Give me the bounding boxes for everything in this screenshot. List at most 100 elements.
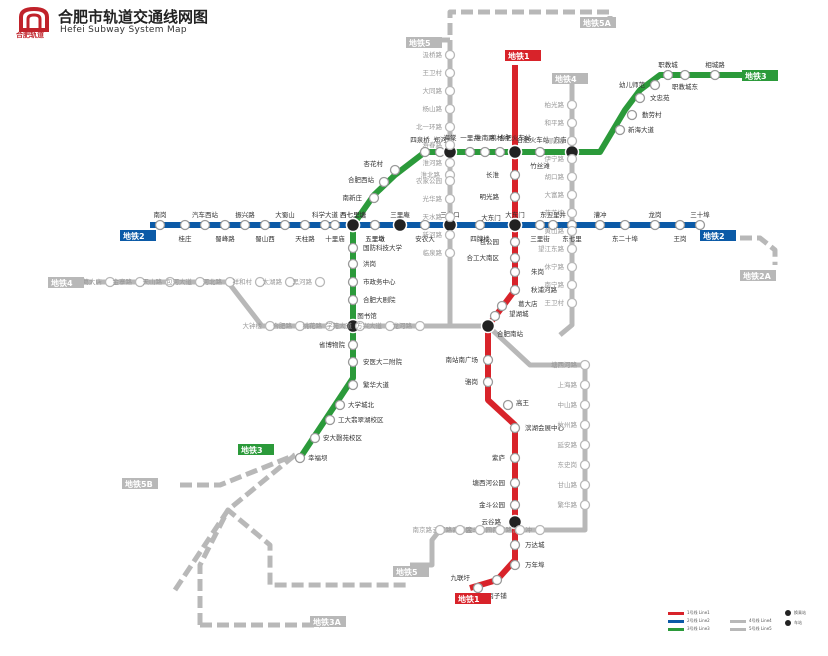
station-丙子铺[interactable]: 丙子铺 — [487, 574, 507, 601]
station-龙岗[interactable]: 龙岗 — [649, 210, 662, 231]
station-骆岗[interactable]: 骆岗 — [465, 376, 494, 388]
station-塘西河公园[interactable]: 塘西河公园 — [473, 477, 521, 489]
station-寿春路[interactable]: 寿春路 — [423, 139, 456, 151]
station-东史岗[interactable]: 东史岗 — [558, 459, 591, 471]
station-和平路[interactable]: 和平路 — [545, 117, 578, 129]
station-天山路[interactable]: 天山路 — [143, 276, 176, 288]
station-四牌楼[interactable]: 四牌楼 — [470, 219, 490, 244]
station-三里街[interactable]: 三里街 — [530, 219, 550, 244]
station-三十埠[interactable]: 三十埠 — [690, 210, 710, 231]
station-市政务中心[interactable]: 市政务中心 — [347, 276, 397, 288]
station-休宁路[interactable]: 休宁路 — [545, 261, 578, 273]
station-省博物院[interactable]: 省博物院 — [319, 339, 359, 351]
station-三里庵[interactable]: 三里庵 — [390, 210, 410, 233]
station-长淮[interactable]: 长淮 — [486, 169, 521, 181]
station-洪岗[interactable]: 洪岗 — [347, 258, 377, 270]
station-葛大店[interactable]: 葛大店 — [496, 299, 539, 312]
station-明光路[interactable]: 明光路 — [480, 191, 521, 203]
station-望湖城[interactable]: 望湖城 — [489, 309, 530, 322]
station-大富路[interactable]: 大富路 — [545, 189, 578, 201]
station-大钟楼[interactable]: 大钟楼 — [243, 320, 276, 332]
station-朱岗[interactable]: 朱岗 — [509, 266, 545, 278]
station-合工大南区[interactable]: 合工大南区 — [467, 252, 521, 264]
station-东二十埠[interactable]: 东二十埠 — [612, 219, 639, 244]
station-葛大店[interactable]: 葛大店 — [83, 276, 116, 288]
station-金斗公园[interactable]: 金斗公园 — [479, 499, 521, 511]
station-胡口路[interactable]: 胡口路 — [545, 171, 578, 183]
station-南站南广场[interactable]: 南站南广场 — [446, 354, 494, 366]
station-龙河路[interactable]: 龙河路 — [393, 320, 426, 332]
station-蜀山西[interactable]: 蜀山西 — [255, 219, 275, 244]
station-大东门[interactable]: 大东门 — [481, 213, 523, 233]
station-桂庄[interactable]: 桂庄 — [179, 219, 193, 244]
station-杨山路[interactable]: 杨山路 — [423, 103, 456, 115]
station-职教城[interactable]: 职教城 — [658, 60, 678, 81]
station-西七里塘[interactable]: 西七里塘 — [340, 210, 367, 233]
station-繁华大道[interactable]: 繁华大道 — [347, 379, 390, 391]
station-蜀峰路[interactable]: 蜀峰路 — [215, 219, 235, 244]
station-九联圩[interactable]: 九联圩 — [451, 573, 484, 594]
station-包公园[interactable]: 包公园 — [480, 236, 521, 248]
station-五里墩[interactable]: 五里墩 — [365, 219, 385, 244]
station-安大磬苑校区[interactable]: 安大磬苑校区 — [309, 432, 363, 444]
station-桃花路[interactable]: 桃花路 — [303, 320, 336, 332]
station-合肥南站[interactable]: 合肥南站 — [480, 318, 524, 339]
station-王岗[interactable]: 王岗 — [674, 219, 687, 244]
station-临泉路[interactable]: 临泉路 — [423, 247, 456, 259]
station-汲桥路[interactable]: 汲桥路 — [423, 49, 456, 61]
station-延安路[interactable]: 延安路 — [558, 439, 591, 451]
station-东五里井[interactable]: 东五里井 — [540, 210, 567, 231]
station-包河大道[interactable]: 包河大道 — [166, 276, 206, 288]
station-繁华路[interactable]: 繁华路 — [558, 499, 591, 511]
station-黄山路[interactable]: 黄山路 — [545, 225, 578, 237]
station-万年埠[interactable]: 万年埠 — [509, 559, 546, 571]
station-天柱路[interactable]: 天柱路 — [295, 219, 315, 244]
station-花花坡[interactable]: 花花坡 — [545, 207, 578, 219]
station-淮南路[interactable]: 淮南路 — [475, 133, 495, 158]
station-塘西河路[interactable]: 塘西河路 — [551, 359, 591, 371]
station-杭州路[interactable]: 杭州路 — [558, 419, 591, 431]
station-淮河路[interactable]: 淮河路 — [423, 157, 456, 169]
station-黑河路[interactable]: 黑河路 — [293, 276, 326, 288]
station-一里井[interactable]: 一里井 — [460, 133, 480, 158]
station-祥和村[interactable]: 祥和村 — [233, 276, 266, 288]
station-万达城[interactable]: 万达城 — [509, 539, 546, 551]
station-文忠苑[interactable]: 文忠苑 — [634, 92, 671, 104]
station-合肥路[interactable]: 合肥路 — [273, 320, 306, 332]
station-高王[interactable]: 高王 — [502, 398, 530, 411]
station-国防科技大学[interactable]: 国防科技大学 — [347, 242, 403, 254]
station-相城路[interactable]: 相城路 — [705, 60, 725, 81]
station-新海大道[interactable]: 新海大道 — [614, 124, 655, 136]
station-河北路[interactable]: 河北路 — [203, 276, 236, 288]
station-合肥火车站[interactable]: 合肥火车站 — [499, 133, 532, 160]
station-望江东路[interactable]: 望江东路 — [538, 243, 578, 255]
station-十里庙[interactable]: 十里庙 — [325, 219, 345, 244]
station-幸福坝[interactable]: 幸福坝 — [294, 452, 329, 464]
station-杏花村[interactable]: 杏花村 — [364, 159, 401, 176]
station-漕冲[interactable]: 漕冲 — [594, 210, 608, 231]
station-南新庄[interactable]: 南新庄 — [343, 192, 380, 204]
station-北一环路[interactable]: 北一环路 — [416, 121, 456, 133]
station-四泉桥[interactable]: 四泉桥 — [410, 135, 430, 158]
station-安农大[interactable]: 安农大 — [415, 219, 435, 244]
station-天水路[interactable]: 天水路 — [423, 211, 456, 223]
station-职教城东[interactable]: 职教城东 — [672, 69, 699, 92]
station-南岗[interactable]: 南岗 — [154, 210, 167, 231]
station-振兴路[interactable]: 振兴路 — [235, 210, 255, 231]
station-伊宁路[interactable]: 伊宁路 — [545, 153, 578, 165]
station-新河路[interactable]: 新河路 — [423, 229, 456, 241]
station-王卫村[interactable]: 王卫村 — [423, 67, 456, 79]
station-光华路[interactable]: 光华路 — [423, 193, 456, 205]
station-幼儿师范[interactable]: 幼儿师范 — [619, 79, 661, 91]
station-秋浦河路[interactable]: 秋浦河路 — [509, 284, 558, 296]
station-金寨路[interactable]: 金寨路 — [113, 276, 146, 288]
station-方兴大道[interactable]: 方兴大道 — [356, 320, 396, 332]
station-滨湖会展中心[interactable]: 滨湖会展中心 — [509, 422, 565, 434]
station-柏光路[interactable]: 柏光路 — [545, 99, 578, 111]
station-工大翡翠湖校区[interactable]: 工大翡翠湖校区 — [324, 414, 385, 426]
station-勤劳村[interactable]: 勤劳村 — [626, 109, 663, 121]
station-南宁路[interactable]: 南宁路 — [545, 279, 578, 291]
station-竹丝滩[interactable]: 竹丝滩 — [530, 146, 550, 171]
station-太湖路[interactable]: 太湖路 — [263, 276, 296, 288]
station-甘山路[interactable]: 甘山路 — [558, 479, 591, 491]
